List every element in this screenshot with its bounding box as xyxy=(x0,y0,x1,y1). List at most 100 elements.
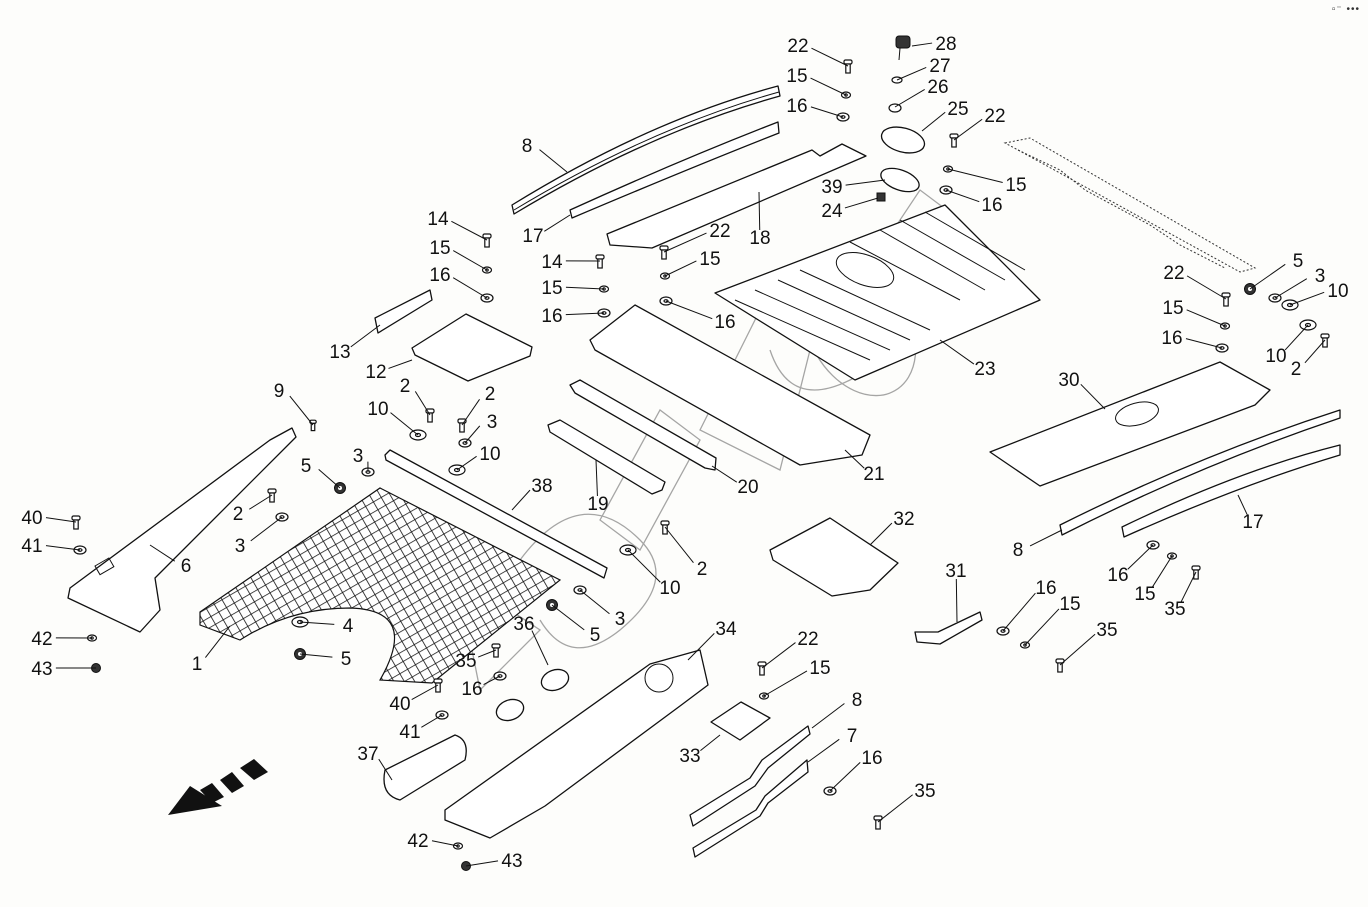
callout-label-15[interactable]: 15 xyxy=(541,278,562,299)
callout-label-23[interactable]: 23 xyxy=(974,359,995,380)
hardware-part-22-bolt[interactable] xyxy=(659,245,669,260)
callout-label-16[interactable]: 16 xyxy=(1161,328,1182,349)
hardware-part-14-bolt[interactable] xyxy=(482,233,492,248)
part-32-plate[interactable] xyxy=(769,517,899,597)
callout-label-34[interactable]: 34 xyxy=(715,619,737,640)
callout-label-22[interactable]: 22 xyxy=(797,629,818,650)
callout-label-28[interactable]: 28 xyxy=(935,34,956,55)
callout-label-13[interactable]: 13 xyxy=(329,342,350,363)
callout-label-15[interactable]: 15 xyxy=(1162,298,1183,319)
part-24-nut[interactable] xyxy=(876,192,886,202)
callout-label-22[interactable]: 22 xyxy=(709,221,730,242)
callout-label-22[interactable]: 22 xyxy=(984,106,1005,127)
callout-label-6[interactable]: 6 xyxy=(181,556,192,577)
callout-label-40[interactable]: 40 xyxy=(21,508,42,529)
part-30-panel[interactable] xyxy=(989,361,1271,487)
part-20-rail[interactable] xyxy=(569,379,717,471)
part-21-panel[interactable] xyxy=(589,304,871,466)
callout-label-15[interactable]: 15 xyxy=(786,66,807,87)
callout-label-39[interactable]: 39 xyxy=(821,177,842,198)
part-8-right-rail[interactable] xyxy=(1059,409,1341,536)
hardware-part-2-bolt[interactable] xyxy=(267,488,277,503)
callout-label-16[interactable]: 16 xyxy=(786,96,807,117)
callout-label-17[interactable]: 17 xyxy=(522,226,543,247)
callout-label-10[interactable]: 10 xyxy=(1265,346,1286,367)
callout-label-2[interactable]: 2 xyxy=(697,559,708,580)
callout-label-42[interactable]: 42 xyxy=(31,629,52,650)
part-38-bar[interactable] xyxy=(384,449,608,579)
callout-label-16[interactable]: 16 xyxy=(714,312,735,333)
hardware-part-35-bolt[interactable] xyxy=(491,643,501,658)
callout-label-41[interactable]: 41 xyxy=(21,536,42,557)
hardware-part-35-bolt[interactable] xyxy=(873,815,883,830)
part-23-louver-panel[interactable] xyxy=(714,204,1041,381)
part-25-cover-plate[interactable] xyxy=(879,123,928,158)
callout-label-15[interactable]: 15 xyxy=(1005,175,1026,196)
callout-label-12[interactable]: 12 xyxy=(365,362,386,383)
callout-label-2[interactable]: 2 xyxy=(485,384,496,405)
callout-label-8[interactable]: 8 xyxy=(522,136,533,157)
part-36-clamps[interactable] xyxy=(493,666,571,724)
callout-label-10[interactable]: 10 xyxy=(367,399,388,420)
part-6-side-frame[interactable] xyxy=(67,427,297,633)
part-17-right-strip[interactable] xyxy=(1121,444,1341,538)
callout-label-43[interactable]: 43 xyxy=(501,851,522,872)
callout-label-3[interactable]: 3 xyxy=(353,446,364,467)
window-controls-icon[interactable]: ▫⁻ ••• xyxy=(1331,4,1360,15)
hardware-part-22-bolt[interactable] xyxy=(843,59,853,74)
callout-label-7[interactable]: 7 xyxy=(847,726,858,747)
callout-label-37[interactable]: 37 xyxy=(357,744,378,765)
callout-label-30[interactable]: 30 xyxy=(1058,370,1079,391)
callout-label-32[interactable]: 32 xyxy=(893,509,914,530)
part-26-washer[interactable] xyxy=(888,103,902,113)
callout-label-15[interactable]: 15 xyxy=(1059,594,1080,615)
callout-label-21[interactable]: 21 xyxy=(863,464,884,485)
callout-label-3[interactable]: 3 xyxy=(1315,266,1326,287)
hardware-part-22-bolt[interactable] xyxy=(757,661,767,676)
callout-label-16[interactable]: 16 xyxy=(861,748,882,769)
callout-label-15[interactable]: 15 xyxy=(809,658,830,679)
callout-label-31[interactable]: 31 xyxy=(945,561,966,582)
part-33-plate[interactable] xyxy=(710,701,771,741)
part-17-top-strip[interactable] xyxy=(569,121,780,219)
callout-label-20[interactable]: 20 xyxy=(737,477,758,498)
callout-label-36[interactable]: 36 xyxy=(513,614,534,635)
callout-label-5[interactable]: 5 xyxy=(1293,251,1304,272)
callout-label-38[interactable]: 38 xyxy=(531,476,552,497)
part-12-bracket-plate[interactable] xyxy=(411,313,533,382)
hardware-part-3-washer[interactable] xyxy=(458,438,472,448)
callout-label-19[interactable]: 19 xyxy=(587,494,608,515)
callout-label-41[interactable]: 41 xyxy=(399,722,420,743)
callout-label-15[interactable]: 15 xyxy=(699,249,720,270)
callout-label-2[interactable]: 2 xyxy=(1291,359,1302,380)
callout-label-5[interactable]: 5 xyxy=(590,625,601,646)
callout-label-10[interactable]: 10 xyxy=(479,444,500,465)
callout-label-16[interactable]: 16 xyxy=(541,306,562,327)
callout-label-1[interactable]: 1 xyxy=(192,654,203,675)
hardware-part-22-bolt[interactable] xyxy=(1221,292,1231,307)
callout-label-35[interactable]: 35 xyxy=(914,781,935,802)
callout-label-14[interactable]: 14 xyxy=(541,252,563,273)
part-8-bottom-rail[interactable] xyxy=(689,725,811,827)
callout-label-25[interactable]: 25 xyxy=(947,99,968,120)
callout-label-27[interactable]: 27 xyxy=(929,56,950,77)
callout-label-16[interactable]: 16 xyxy=(1107,565,1128,586)
part-34-frame[interactable] xyxy=(444,649,709,839)
callout-label-10[interactable]: 10 xyxy=(1327,281,1348,302)
callout-label-35[interactable]: 35 xyxy=(1096,620,1117,641)
callout-label-4[interactable]: 4 xyxy=(343,616,354,637)
callout-label-16[interactable]: 16 xyxy=(1035,578,1056,599)
hardware-part-40-bolt[interactable] xyxy=(71,515,81,530)
part-13-strip[interactable] xyxy=(374,289,433,334)
callout-label-42[interactable]: 42 xyxy=(407,831,428,852)
part-8-top-rail[interactable] xyxy=(511,85,781,215)
part-7-strip[interactable] xyxy=(692,759,809,858)
part-18-panel[interactable] xyxy=(606,143,867,249)
callout-label-40[interactable]: 40 xyxy=(389,694,410,715)
callout-label-15[interactable]: 15 xyxy=(429,238,450,259)
callout-label-15[interactable]: 15 xyxy=(1134,584,1155,605)
callout-label-18[interactable]: 18 xyxy=(749,228,770,249)
callout-label-16[interactable]: 16 xyxy=(429,265,450,286)
hardware-part-10-washer-lg[interactable] xyxy=(619,544,637,556)
callout-label-3[interactable]: 3 xyxy=(487,412,498,433)
